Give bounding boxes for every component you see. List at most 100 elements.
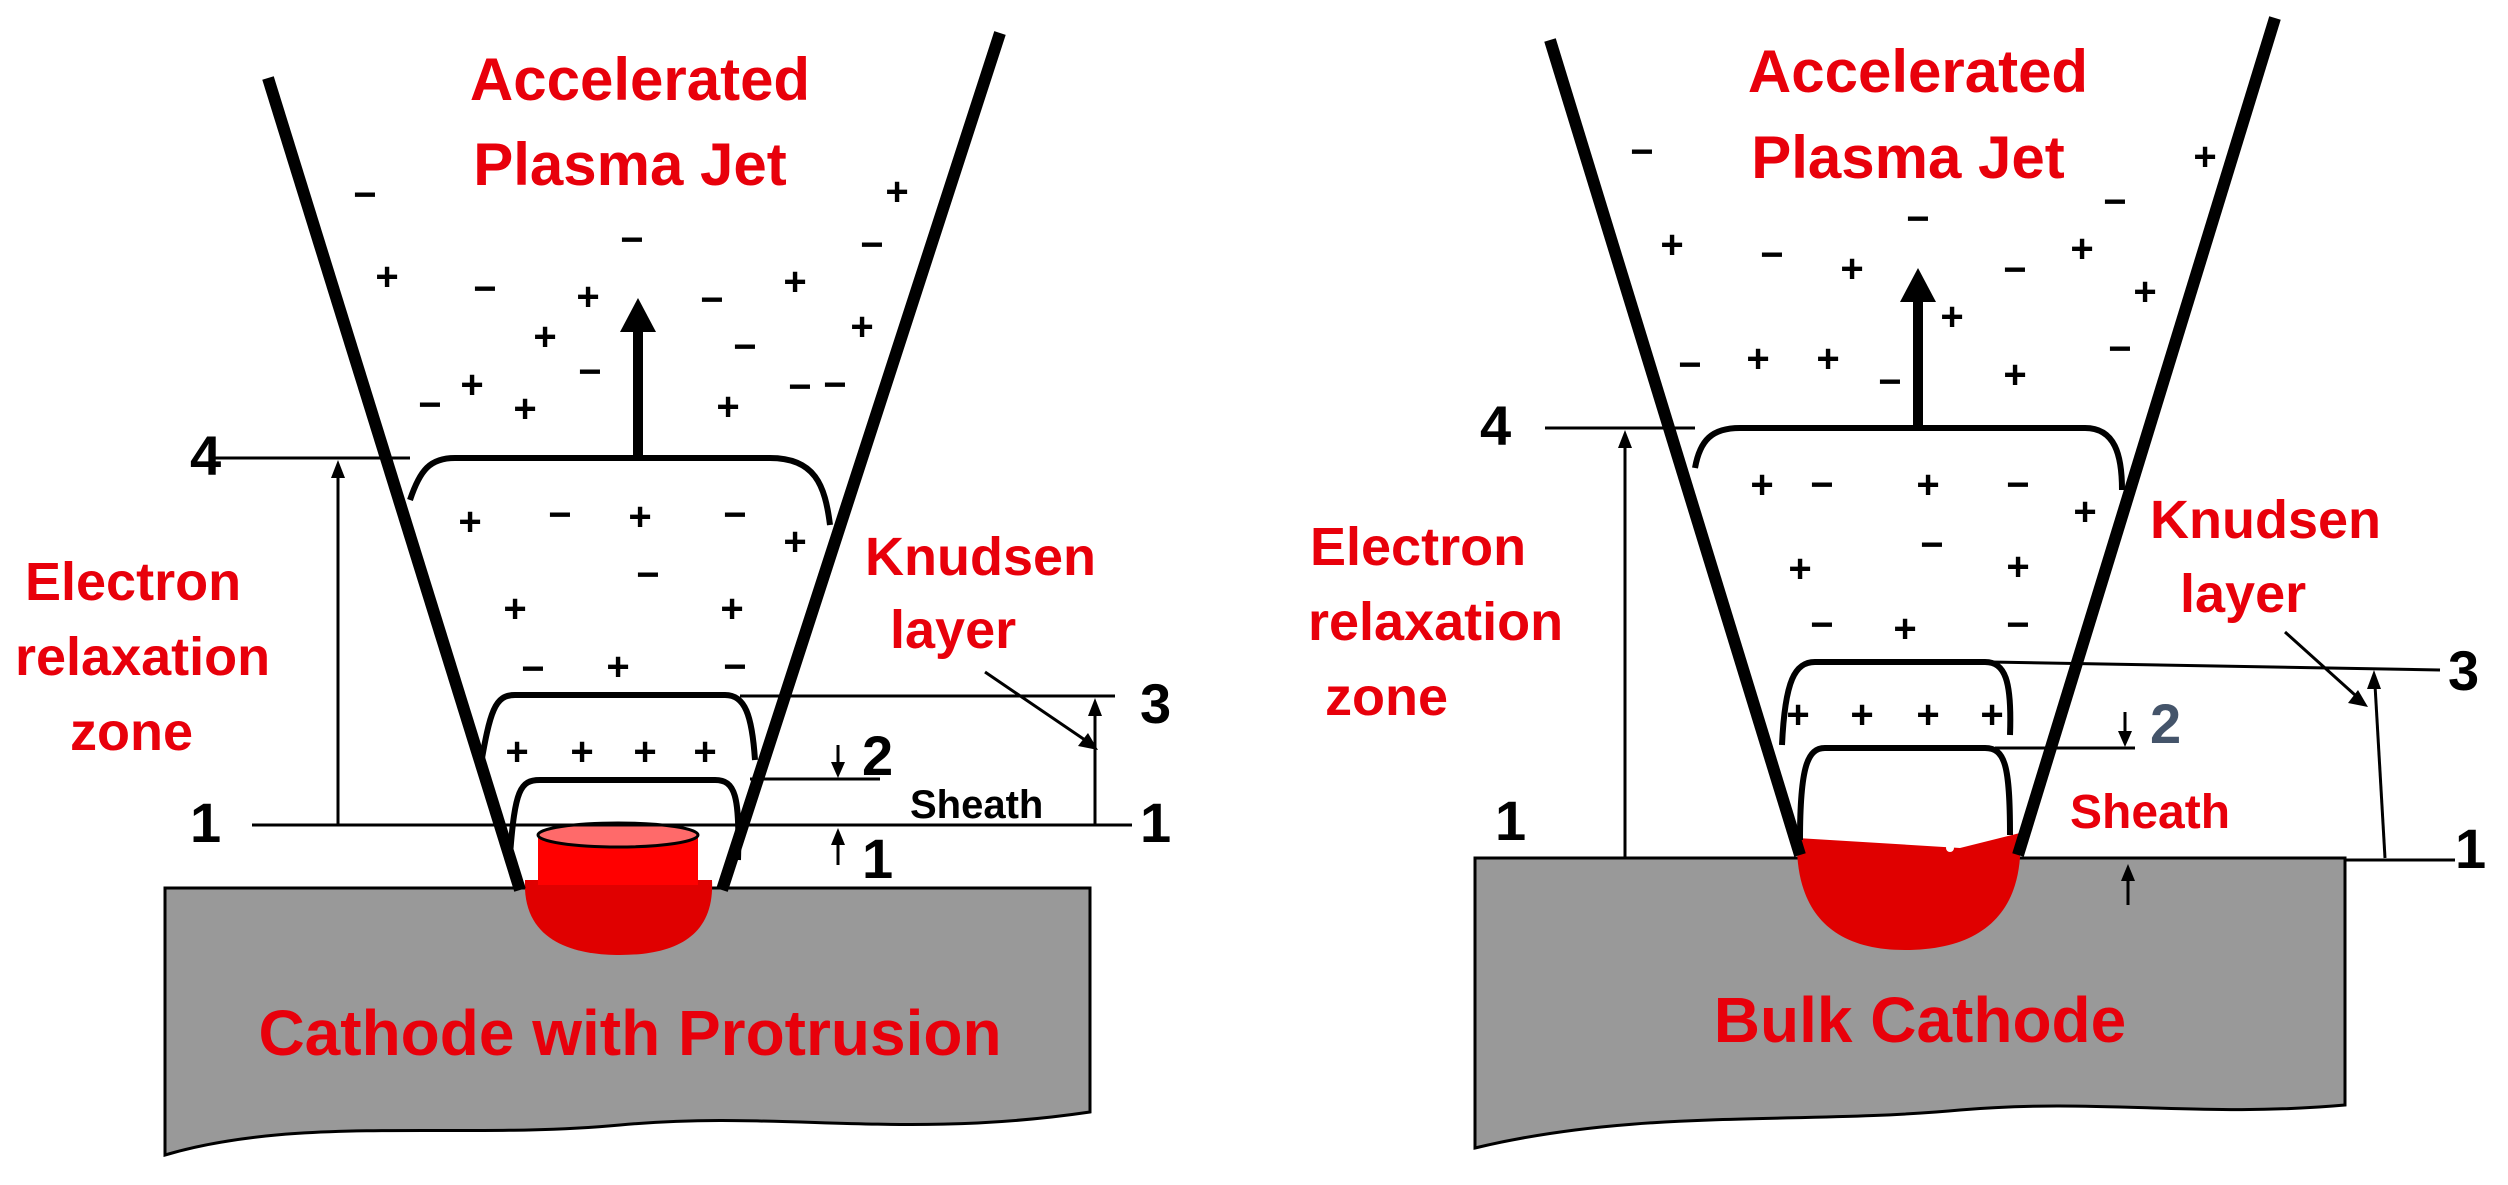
- plus-charge: +: [503, 587, 526, 631]
- right-knudsen-line2: layer: [2180, 564, 2306, 624]
- plus-charge: +: [570, 730, 593, 774]
- plus-charge: +: [1840, 247, 1863, 291]
- right-level-2-label: 2: [2150, 692, 2181, 755]
- minus-charge: −: [2108, 327, 2131, 371]
- plus-charge: +: [2003, 353, 2026, 397]
- plus-charge: +: [633, 730, 656, 774]
- minus-charge: −: [1878, 360, 1901, 404]
- plus-charge: +: [850, 305, 873, 349]
- minus-charge: −: [473, 267, 496, 311]
- right-cathode-label: Bulk Cathode: [1714, 984, 2126, 1056]
- minus-charge: −: [521, 647, 544, 691]
- right-jet-arrow-head: [1900, 268, 1936, 302]
- left-level-1-right-label: 1: [1140, 791, 1171, 854]
- left-level-2-arrow-head: [831, 762, 845, 778]
- plus-charge: +: [2006, 545, 2029, 589]
- plus-charge: +: [505, 730, 528, 774]
- plus-charge: +: [513, 387, 536, 431]
- plus-charge: +: [2070, 227, 2093, 271]
- right-charges: −+−−+−++−++−++−−++−+−+−++−+−++++: [1630, 130, 2216, 737]
- left-knudsen-pointer-head: [1078, 733, 1098, 750]
- left-protrusion-top: [536, 821, 700, 849]
- left-jet-wall-right: [716, 31, 1006, 892]
- left-relax-line3: zone: [70, 702, 193, 762]
- minus-charge: −: [1760, 233, 1783, 277]
- plus-charge: +: [885, 170, 908, 214]
- right-jet-title-line1: Accelerated: [1748, 38, 2088, 105]
- plus-charge: +: [1660, 223, 1683, 267]
- right-knudsen-pointer-head: [2348, 690, 2368, 707]
- plus-charge: +: [1893, 607, 1916, 651]
- left-knudsen-line2: layer: [890, 600, 1016, 660]
- left-jet-arrow-head: [620, 298, 656, 332]
- minus-charge: −: [2006, 463, 2029, 507]
- plus-charge: +: [533, 315, 556, 359]
- left-level-1-arrow-head: [831, 828, 845, 845]
- plus-charge: +: [716, 385, 739, 429]
- left-panel: Accelerated Plasma Jet Electron relaxati…: [15, 31, 1171, 1158]
- plus-charge: +: [2193, 135, 2216, 179]
- plus-charge: +: [720, 587, 743, 631]
- right-sheath-upper-boundary: [1779, 659, 2014, 746]
- left-level-4-label: 4: [190, 424, 221, 487]
- left-level-1-bottom-label: 1: [862, 827, 893, 890]
- left-knudsen-pointer: [984, 670, 1086, 742]
- plus-charge: +: [460, 363, 483, 407]
- left-jet-title-line1: Accelerated: [470, 46, 810, 113]
- minus-charge: −: [620, 218, 643, 262]
- minus-charge: −: [2003, 248, 2026, 292]
- right-level-3-line: [1989, 660, 2441, 672]
- plus-charge: +: [1916, 463, 1939, 507]
- right-level-3-arrow-head: [2367, 670, 2381, 689]
- right-knudsen-line1: Knudsen: [2150, 490, 2381, 550]
- plus-charge: +: [628, 495, 651, 539]
- right-level-3-label: 3: [2448, 639, 2479, 702]
- right-level-2-arrow-head: [2118, 731, 2132, 747]
- minus-charge: −: [1810, 463, 1833, 507]
- plus-charge: +: [783, 520, 806, 564]
- minus-charge: −: [733, 325, 756, 369]
- left-level-1-left-label: 1: [190, 791, 221, 854]
- minus-charge: −: [700, 278, 723, 322]
- plus-charge: +: [1916, 693, 1939, 737]
- minus-charge: −: [823, 363, 846, 407]
- minus-charge: −: [636, 553, 659, 597]
- plus-charge: +: [606, 645, 629, 689]
- right-spot-highlight: [1946, 844, 1954, 852]
- left-level-2-label: 2: [862, 724, 893, 787]
- plus-charge: +: [783, 260, 806, 304]
- minus-charge: −: [1906, 197, 1929, 241]
- left-charges: −+−−+−++−++−−−−+−+++−+−+−++−+−++++: [353, 170, 908, 774]
- right-sheath-label: Sheath: [2070, 786, 2230, 839]
- plus-charge: +: [2133, 270, 2156, 314]
- right-spot: [1796, 833, 2021, 950]
- plus-charge: +: [1816, 337, 1839, 381]
- left-knudsen-boundary: [407, 455, 833, 526]
- minus-charge: −: [548, 493, 571, 537]
- plus-charge: +: [576, 275, 599, 319]
- minus-charge: −: [1630, 130, 1653, 174]
- minus-charge: −: [788, 365, 811, 409]
- minus-charge: −: [860, 223, 883, 267]
- minus-charge: −: [418, 383, 441, 427]
- plus-charge: +: [1788, 547, 1811, 591]
- minus-charge: −: [723, 493, 746, 537]
- right-knudsen-boundary: [1692, 425, 2125, 491]
- left-sheath-lower-boundary: [507, 777, 742, 861]
- right-jet-title-line2: Plasma Jet: [1751, 124, 2065, 191]
- right-panel: Accelerated Plasma Jet Electron relaxati…: [1308, 16, 2486, 1150]
- left-level-3-label: 3: [1140, 672, 1171, 735]
- minus-charge: −: [1810, 603, 1833, 647]
- right-level-1-arrow-head: [2121, 864, 2135, 881]
- right-relax-arrow-head: [1618, 430, 1632, 448]
- minus-charge: −: [1678, 343, 1701, 387]
- right-jet-wall-right: [2012, 16, 2281, 857]
- right-sheath-lower-boundary: [1797, 745, 2013, 841]
- left-knudsen-line1: Knudsen: [865, 527, 1096, 587]
- minus-charge: −: [723, 645, 746, 689]
- minus-charge: −: [1920, 523, 1943, 567]
- plus-charge: +: [1980, 693, 2003, 737]
- plus-charge: +: [1940, 295, 1963, 339]
- minus-charge: −: [578, 350, 601, 394]
- right-level-1-right-label: 1: [2455, 817, 2486, 880]
